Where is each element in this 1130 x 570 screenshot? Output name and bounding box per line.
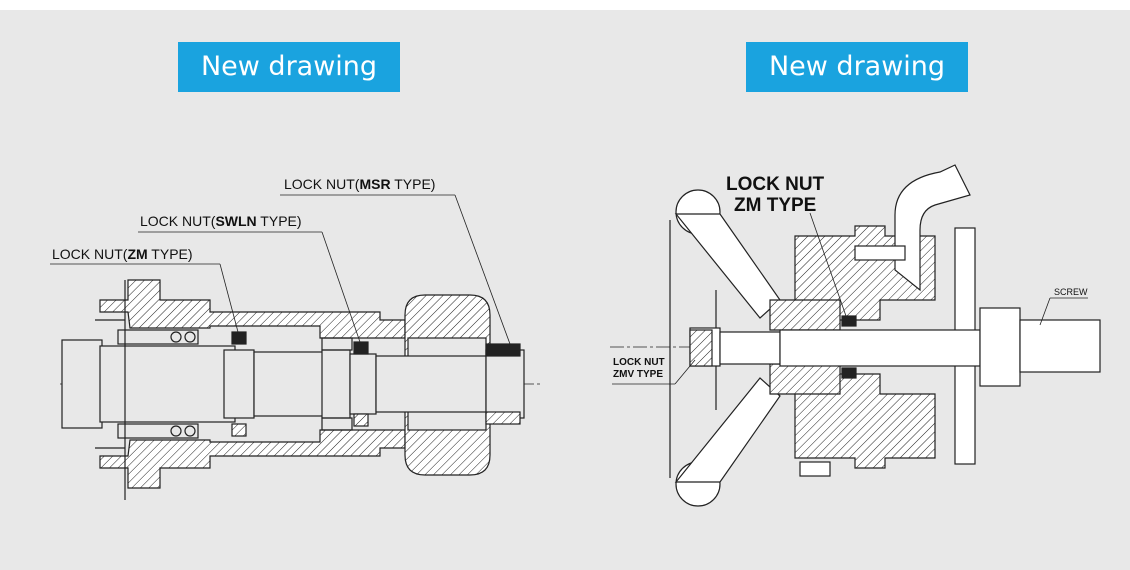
right-shaft [689,307,1101,387]
bolt-bottom [799,461,831,477]
label-screw: SCREW [1054,287,1088,297]
lock-nut-zm-left [231,331,247,437]
label-lock-nut-zm: LOCK NUT(ZM TYPE) [52,246,193,262]
lock-nut-swln-left [353,341,369,427]
bolt-top [854,245,906,261]
lock-nut-zm-right [841,315,857,327]
content-panel [0,10,1130,570]
label-lock-nut-msr: LOCK NUT(MSR TYPE) [284,176,435,192]
label-zmv-line2: ZMV TYPE [613,369,663,380]
lock-nut-zm-right-lower [841,367,857,379]
new-drawing-badge-right: New drawing [746,42,968,92]
label-zmv-line1: LOCK NUT [613,357,665,368]
label-lock-nut-swln: LOCK NUT(SWLN TYPE) [140,213,302,229]
handwheel [669,189,781,507]
right-handwheel-drawing [610,164,1101,507]
label-zm-right-line1: LOCK NUT [726,174,825,195]
new-drawing-badge-left: New drawing [178,42,400,92]
left-spindle-drawing [50,194,540,500]
bearings [117,329,353,439]
label-zm-right-line2: ZM TYPE [734,195,816,216]
lock-nut-msr-left [485,343,521,425]
lock-nut-zmv [689,329,713,367]
shaft [61,339,525,429]
elbow-pipe [894,164,971,292]
housing [99,279,406,489]
